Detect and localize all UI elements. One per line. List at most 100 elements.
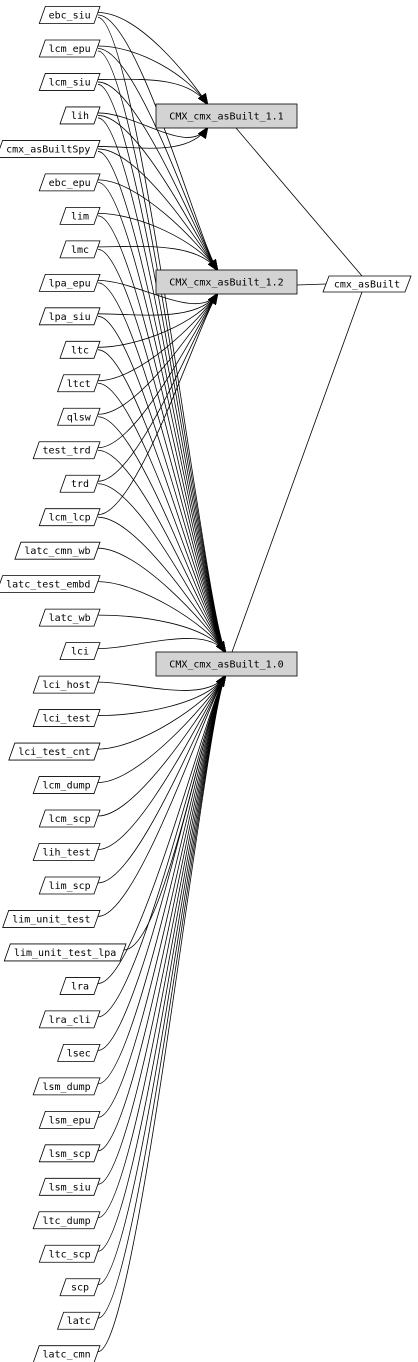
dependency-node-ebc-epu[interactable]: ebc_epu: [38, 173, 101, 192]
dependency-node-lim-unit-test[interactable]: lim_unit_test: [2, 910, 101, 928]
dependency-node-lsm-scp[interactable]: lsm_scp: [38, 1144, 101, 1163]
edge-ebc-siu-v11: [97, 12, 209, 106]
dependency-node-test-trd[interactable]: test_trd: [32, 441, 101, 460]
edge-qlsw-v12: [97, 292, 219, 415]
dependency-node-label: qlsw: [67, 412, 92, 423]
edge-lcm-siu-v10: [97, 84, 227, 654]
edge-v10-cmx-asbuilt: [231, 291, 363, 653]
dependency-node-lci-test-cnt[interactable]: lci_test_cnt: [8, 742, 101, 761]
dependency-node-label: ltc_scp: [49, 1249, 91, 1260]
dependency-node-lih-test[interactable]: lih_test: [32, 843, 101, 861]
dependency-node-label: lmc: [71, 245, 89, 256]
edge-lcm-dump-v10: [97, 674, 227, 783]
edge-arrowhead: [197, 126, 209, 140]
dependency-node-latc-wb[interactable]: latc_wb: [38, 608, 101, 627]
edge-lra-cli-v10: [97, 674, 227, 1018]
dependency-node-shape: [59, 340, 101, 359]
dependency-node-shape: [2, 910, 101, 928]
edge-v12-cmx-asbuilt: [296, 283, 327, 286]
dependency-node-label: lci_test: [43, 714, 91, 725]
package-node-cmx-cmx-asbuilt-1-2[interactable]: CMX_cmx_asBuilt_1.2: [155, 269, 298, 295]
dependency-node-cmx-asbuiltspy[interactable]: cmx_asBuiltSpy: [0, 140, 101, 158]
dependency-node-latc-cmn[interactable]: latc_cmn: [33, 1345, 101, 1362]
edge-latc-cmn-wb-v10: [97, 547, 227, 654]
dependency-node-lpa-epu[interactable]: lpa_epu: [38, 273, 101, 292]
dependency-node-label: latc_wb: [49, 613, 91, 624]
dependency-node-label: lim_unit_test: [12, 914, 90, 925]
dependency-node-label: lim: [71, 211, 89, 222]
edge-v11-cmx-asbuilt: [235, 127, 363, 277]
dependency-node-shape: [38, 876, 101, 895]
dependency-node-lcm-lcp[interactable]: lcm_lcp: [38, 508, 101, 527]
dependency-node-shape: [32, 441, 101, 460]
dependency-node-latc-cmn-wb[interactable]: latc_cmn_wb: [14, 541, 101, 560]
dependency-node-lih[interactable]: lih: [59, 106, 101, 125]
package-node-label: CMX_cmx_asBuilt_1.0: [169, 660, 283, 671]
dependency-node-shape: [32, 675, 101, 694]
dependency-node-lci[interactable]: lci: [59, 642, 101, 661]
dependency-node-shape: [38, 608, 101, 627]
edge-lra-v10: [97, 674, 227, 984]
dependency-node-lcm-siu[interactable]: lcm_siu: [38, 73, 101, 91]
package-node-cmx-cmx-asbuilt-1-1[interactable]: CMX_cmx_asBuilt_1.1: [155, 103, 298, 129]
edge-ebc-epu-v12: [97, 179, 219, 272]
dependency-node-lra-cli[interactable]: lra_cli: [38, 1010, 101, 1029]
edge-cmx-asbuiltspy-v12: [97, 148, 219, 272]
dependency-node-label: lsm_dump: [43, 1082, 91, 1093]
edge-lci-test-cnt-v10: [97, 674, 227, 750]
dependency-node-lsec[interactable]: lsec: [57, 1043, 101, 1062]
edge-lih-v10: [97, 117, 227, 654]
dependency-node-lcm-epu[interactable]: lcm_epu: [38, 39, 101, 58]
edge-lim-scp-v10: [97, 674, 227, 884]
dependency-node-lcm-scp[interactable]: lcm_scp: [38, 809, 101, 828]
dependency-node-ltc-dump[interactable]: ltc_dump: [32, 1211, 101, 1230]
dependency-node-ebc-siu[interactable]: ebc_siu: [38, 6, 101, 24]
dependency-node-lim-unit-test-lpa[interactable]: lim_unit_test_lpa: [3, 943, 127, 962]
dependency-node-qlsw[interactable]: qlsw: [57, 407, 101, 426]
dependency-node-lci-host[interactable]: lci_host: [32, 675, 101, 694]
dependency-node-shape: [32, 843, 101, 861]
dependency-node-latc[interactable]: latc: [57, 1311, 101, 1330]
dependency-node-lsm-siu[interactable]: lsm_siu: [38, 1177, 101, 1196]
dependency-node-lmc[interactable]: lmc: [59, 240, 101, 259]
edge-lpa-epu-v10: [97, 282, 227, 654]
dependency-node-lim[interactable]: lim: [59, 206, 101, 225]
dependency-node-shape: [8, 742, 101, 761]
dependency-node-lra[interactable]: lra: [59, 977, 101, 995]
edge-lim-v12: [97, 212, 219, 272]
dependency-node-shape: [38, 273, 101, 292]
edge-lim-v10: [97, 215, 227, 654]
edge-cmx-asbuiltspy-v10: [97, 151, 227, 654]
dependency-node-shape: [59, 206, 101, 225]
dependency-node-lcm-dump[interactable]: lcm_dump: [32, 776, 101, 794]
edge-test-trd-v12: [97, 292, 219, 449]
output-node-cmx-asbuilt[interactable]: cmx_asBuilt: [322, 275, 412, 293]
dependency-node-trd[interactable]: trd: [59, 474, 101, 493]
dependency-node-lci-test[interactable]: lci_test: [32, 709, 101, 727]
dependency-node-label: ebc_epu: [49, 178, 91, 189]
dependency-node-ltc[interactable]: ltc: [59, 340, 101, 359]
edge-lci-test-v10: [97, 674, 227, 716]
dependency-node-shape: [38, 1177, 101, 1196]
dependency-node-scp[interactable]: scp: [59, 1278, 101, 1297]
output-node-shape: [322, 275, 412, 293]
dependency-node-ltc-scp[interactable]: ltc_scp: [38, 1244, 101, 1263]
package-node-cmx-cmx-asbuilt-1-0[interactable]: CMX_cmx_asBuilt_1.0: [155, 651, 298, 677]
dependency-node-shape: [14, 541, 101, 560]
dependency-node-lpa-siu[interactable]: lpa_siu: [38, 307, 101, 326]
edge-lmc-v12: [97, 246, 219, 272]
dependency-node-label: ltct: [67, 379, 91, 390]
edge-lpa-siu-v10: [97, 315, 227, 654]
dependency-node-ltct[interactable]: ltct: [57, 374, 101, 393]
dependency-node-lim-scp[interactable]: lim_scp: [38, 876, 101, 895]
dependency-node-label: lsm_scp: [49, 1149, 91, 1160]
dependency-node-label: lci_host: [43, 680, 91, 691]
dependency-node-shape: [0, 575, 101, 594]
dependency-node-latc-test-embd[interactable]: latc_test_embd: [0, 575, 101, 594]
dependency-node-lsm-dump[interactable]: lsm_dump: [32, 1077, 101, 1096]
dependency-node-shape: [33, 1345, 101, 1362]
dependency-node-label: trd: [71, 479, 89, 490]
dependency-node-lsm-epu[interactable]: lsm_epu: [38, 1110, 101, 1129]
edge-trd-v12: [97, 292, 219, 482]
